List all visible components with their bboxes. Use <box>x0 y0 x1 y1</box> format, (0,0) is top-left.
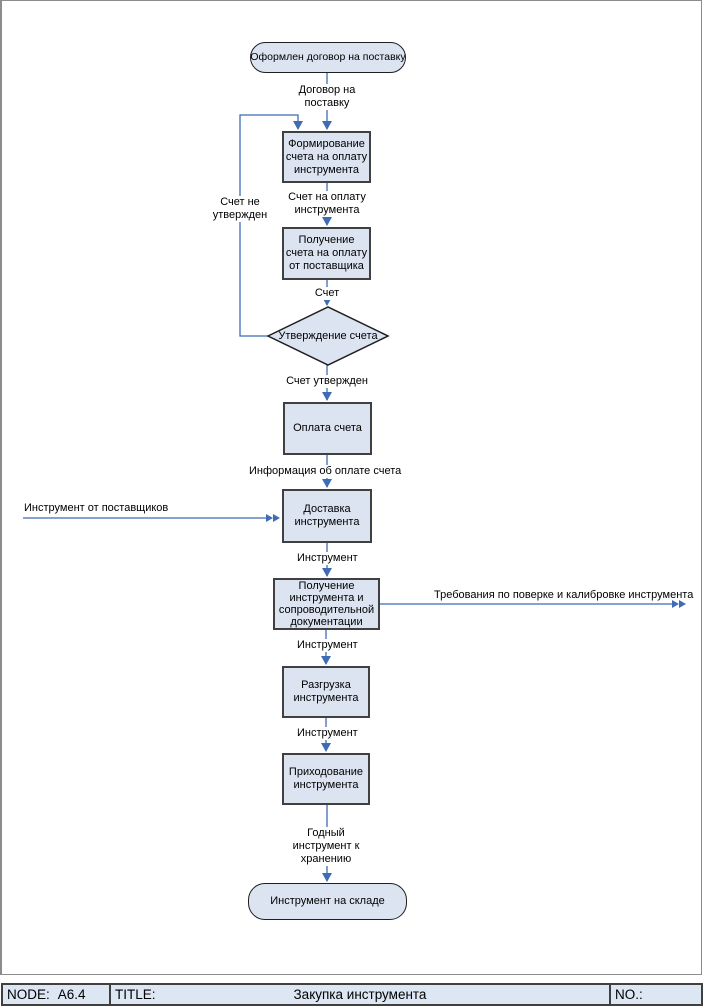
footer-node-value: A6.4 <box>57 987 86 1002</box>
external-input-label-tools-from-suppliers: Инструмент от поставщиков <box>24 502 169 514</box>
edge-label-invoice-for-payment: Счет на оплату инструмента <box>271 191 383 217</box>
flow-node-delivery: Доставка инструмента <box>282 489 372 543</box>
edge-label-invoice-not-approved: Счет не утвержден <box>206 196 274 222</box>
flow-node-end: Инструмент на складе <box>248 883 407 920</box>
decision-diamond <box>266 306 390 366</box>
edge-label-tool-2: Инструмент <box>296 639 358 652</box>
flow-node-receive-tool-docs: Получение инструмента и сопроводительной… <box>273 578 380 630</box>
footer-node-label: NODE: <box>7 987 50 1002</box>
external-input-arrowhead-1 <box>266 514 273 522</box>
loop-arrow-not-approved <box>239 114 303 337</box>
edge-label-good-tool-for-storage: Годный инструмент к хранению <box>285 827 367 866</box>
external-output-label-verification-requirements: Требования по поверке и калибровке инстр… <box>434 589 694 601</box>
edge-label-tool-3: Инструмент <box>296 727 358 740</box>
flow-node-pay-invoice: Оплата счета <box>283 402 372 455</box>
external-output-arrowhead-2 <box>679 600 686 608</box>
external-output-arrowhead-1 <box>672 600 679 608</box>
footer-bar: NODE: A6.4 TITLE: Закупка инструмента NO… <box>1 983 703 1006</box>
diagram-frame <box>0 0 702 975</box>
edge-label-invoice: Счет <box>309 287 345 300</box>
flow-node-form-invoice: Формирование счета на оплату инструмента <box>282 131 371 183</box>
edge-label-tool-1: Инструмент <box>296 552 358 565</box>
footer-no-label: NO.: <box>615 987 643 1002</box>
flow-node-receive-invoice: Получение счета на оплату от поставщика <box>282 227 371 280</box>
flow-node-unload: Разгрузка инструмента <box>282 666 370 718</box>
footer-node-cell: NODE: A6.4 <box>3 985 111 1004</box>
external-input-arrowhead-2 <box>273 514 280 522</box>
flow-node-book-tool: Приходование инструмента <box>282 753 370 805</box>
footer-no-cell: NO.: <box>611 985 701 1004</box>
flow-node-start: Оформлен договор на поставку <box>250 42 406 73</box>
edge-label-contract: Договор на поставку <box>287 84 367 110</box>
edge-label-payment-info: Информация об оплате счета <box>248 465 402 478</box>
flow-node-approve-invoice: Утверждение счета <box>278 329 378 342</box>
edge-label-invoice-approved: Счет утвержден <box>283 375 371 388</box>
footer-title-text: Закупка инструмента <box>293 987 427 1002</box>
footer-title-cell: TITLE: Закупка инструмента <box>111 985 611 1004</box>
footer-title-label: TITLE: <box>115 987 156 1002</box>
